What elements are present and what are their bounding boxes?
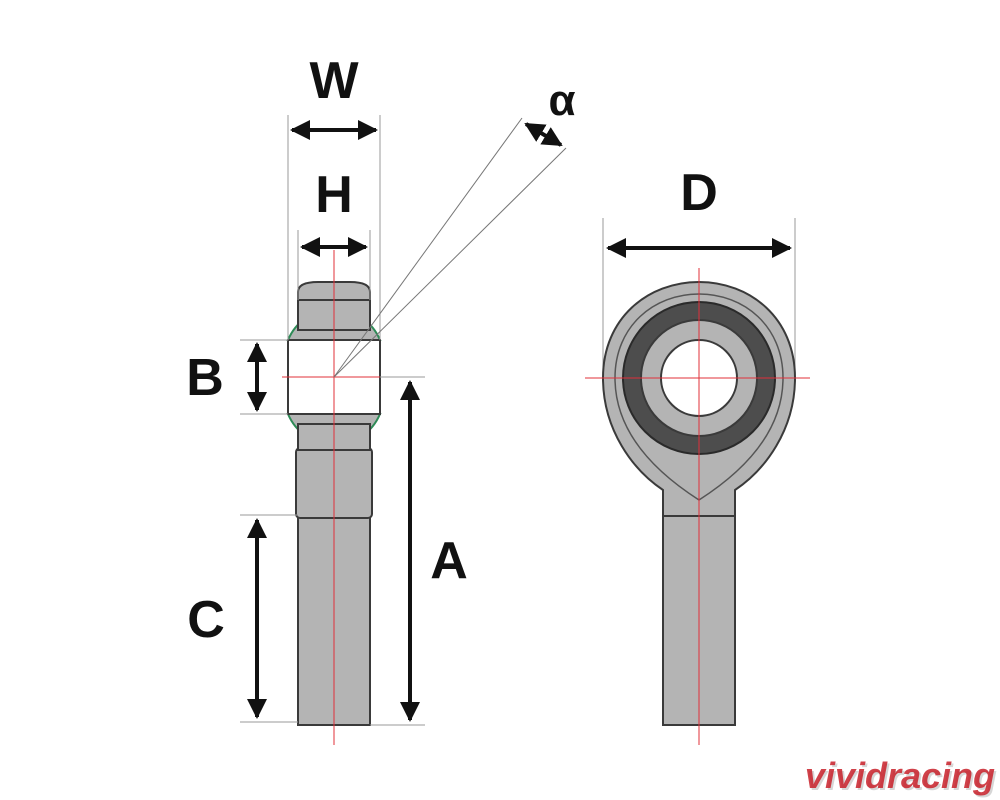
dimension-arrows bbox=[247, 120, 792, 722]
alpha-line-upper bbox=[333, 117, 523, 378]
label-w: W bbox=[309, 52, 359, 110]
dimension-labels: W H α B A C D bbox=[186, 52, 718, 649]
alpha-line-lower bbox=[333, 147, 567, 378]
label-h: H bbox=[315, 166, 353, 224]
label-alpha: α bbox=[548, 76, 575, 125]
front-view bbox=[585, 218, 810, 745]
label-d: D bbox=[680, 164, 718, 222]
brand-watermark-text: vividracing bbox=[805, 755, 995, 796]
side-view bbox=[240, 115, 567, 745]
label-c: C bbox=[187, 591, 225, 649]
brand-watermark-shadow: vividracing bbox=[807, 757, 997, 798]
label-a: A bbox=[430, 532, 468, 590]
alpha-dimension-arrow bbox=[524, 122, 563, 147]
label-b: B bbox=[186, 349, 224, 407]
brand-watermark: vividracing vividracing bbox=[805, 755, 997, 798]
